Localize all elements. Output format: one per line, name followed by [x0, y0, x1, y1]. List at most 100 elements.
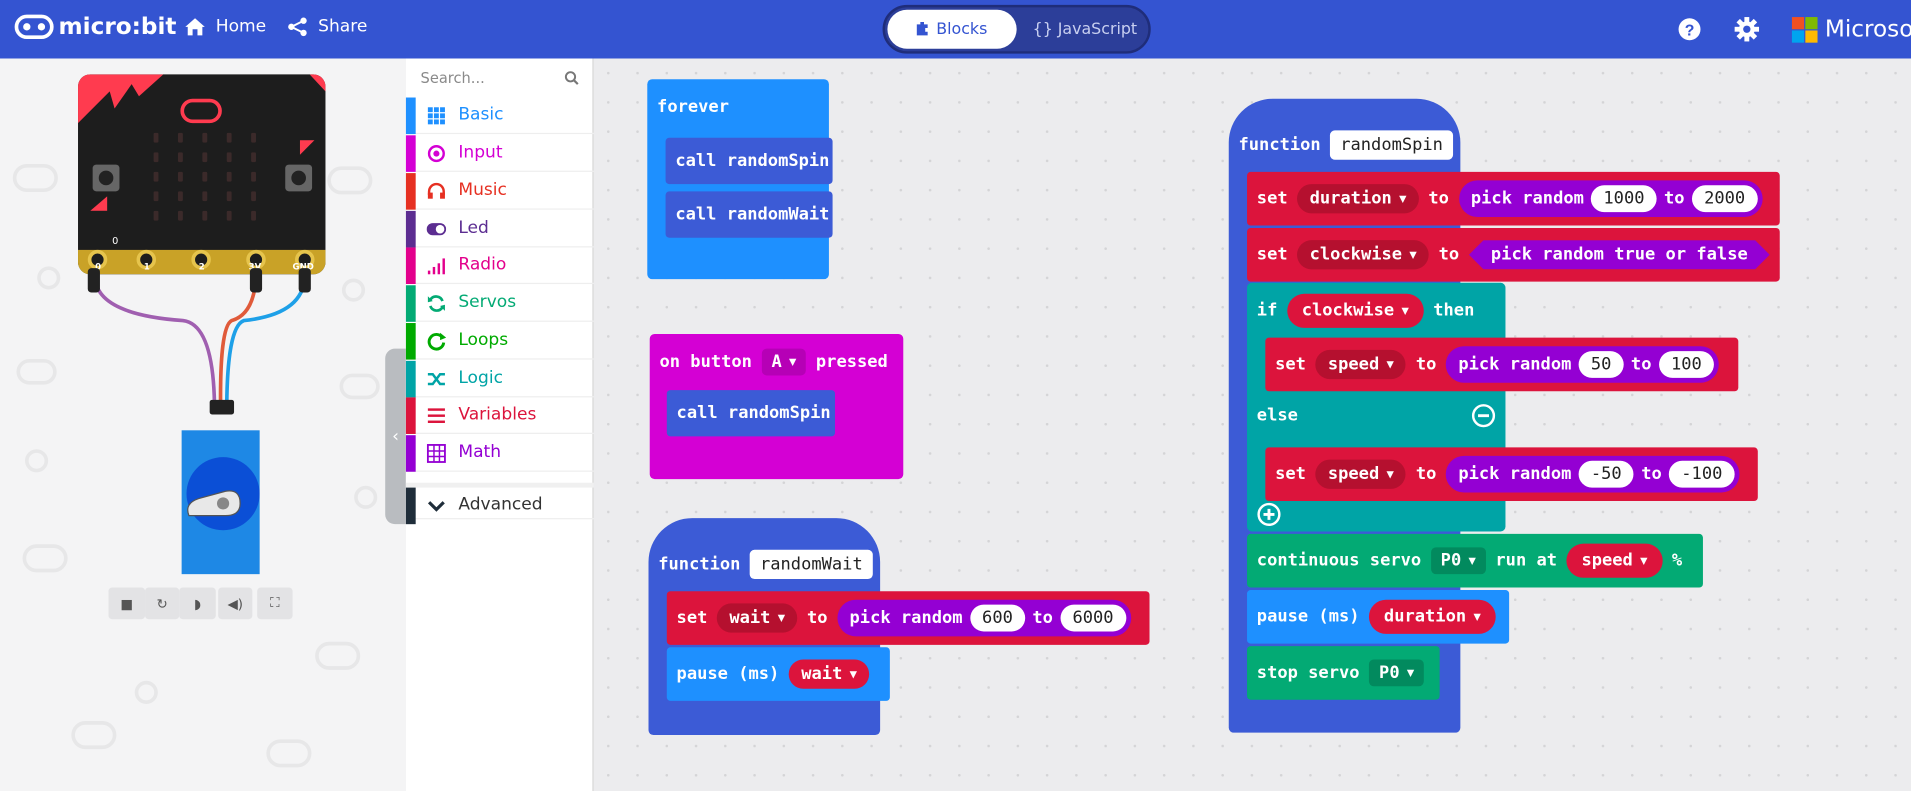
- toolbox-category-logic[interactable]: Logic: [405, 360, 594, 398]
- set-speed-block-1[interactable]: set speed▼ to pick random 50 to 100: [1265, 337, 1739, 392]
- call-randomwait-text: call randomWait: [675, 204, 830, 225]
- speed-value-dropdown[interactable]: speed▼: [1566, 543, 1663, 578]
- led: [153, 132, 159, 143]
- call-randomspin-block-2[interactable]: call randomSpin: [666, 390, 836, 437]
- microbit-logo[interactable]: micro:bit: [14, 13, 177, 40]
- toolbox-category-variables[interactable]: Variables: [405, 397, 594, 434]
- button-a[interactable]: [92, 164, 120, 192]
- chevron-down-icon: ▼: [777, 611, 786, 625]
- led: [251, 171, 256, 182]
- toolbox-category-music[interactable]: Music: [405, 173, 594, 210]
- button-dropdown[interactable]: A▼: [761, 348, 807, 376]
- set-duration-block[interactable]: set duration▼ to pick random 1000 to 200…: [1247, 171, 1780, 226]
- mute-button[interactable]: ◀): [218, 587, 253, 620]
- help-icon[interactable]: ?: [1676, 16, 1703, 43]
- servo-motor[interactable]: [181, 430, 260, 575]
- tab-blocks[interactable]: Blocks: [887, 9, 1017, 49]
- speed-variable-dropdown[interactable]: speed▼: [1315, 349, 1407, 380]
- toolbox-category-led[interactable]: Led: [405, 210, 594, 248]
- pick-random-block[interactable]: pick random 50 to 100: [1446, 346, 1719, 383]
- pin-3v[interactable]: [246, 249, 266, 270]
- microsoft-logo[interactable]: Microsoft: [1791, 16, 1911, 43]
- pin-0[interactable]: [87, 249, 108, 270]
- blocks-workspace[interactable]: forever call randomSpin call randomWait …: [593, 58, 1911, 791]
- set-clockwise-block[interactable]: set clockwise▼ to pick random true or fa…: [1247, 227, 1780, 282]
- pick-random-block[interactable]: pick random 600 to 6000: [837, 599, 1131, 637]
- set-text: set: [1256, 245, 1288, 265]
- button-b[interactable]: [285, 164, 313, 192]
- call-randomspin-block[interactable]: call randomSpin: [665, 137, 833, 185]
- toolbox-category-loops[interactable]: Loops: [405, 323, 594, 360]
- tab-javascript[interactable]: {} JavaScript: [1022, 10, 1149, 49]
- toolbox-category-basic[interactable]: Basic: [405, 97, 594, 135]
- pause-variable-dropdown[interactable]: wait▼: [789, 659, 870, 689]
- microbit-board[interactable]: 0 1 2 3V GND 0: [78, 74, 326, 275]
- toolbox-category-servos[interactable]: Servos: [405, 285, 594, 322]
- category-color-bar: [405, 487, 416, 525]
- pin-gnd[interactable]: [294, 249, 315, 270]
- function-name-field[interactable]: randomSpin: [1330, 130, 1453, 160]
- collapse-simulator-button[interactable]: ‹: [385, 348, 406, 525]
- toolbox-category-math[interactable]: Math: [405, 435, 594, 472]
- category-color-bar: [405, 247, 416, 285]
- grid-icon: [427, 107, 445, 125]
- search-input[interactable]: Search...: [406, 59, 594, 98]
- pause-variable-dropdown[interactable]: duration▼: [1369, 599, 1496, 634]
- random-max-field[interactable]: 2000: [1691, 185, 1758, 213]
- pick-random-block[interactable]: pick random 1000 to 2000: [1458, 180, 1763, 217]
- fullscreen-button[interactable]: ⛶: [257, 587, 293, 620]
- duration-variable-dropdown[interactable]: duration▼: [1297, 184, 1419, 214]
- remove-else-icon[interactable]: [1471, 403, 1496, 428]
- category-label: Logic: [458, 368, 503, 388]
- microbit-logo-icon: [14, 14, 54, 40]
- clockwise-variable-dropdown[interactable]: clockwise▼: [1297, 240, 1429, 270]
- stop-servo-pin-dropdown[interactable]: P0▼: [1369, 659, 1425, 687]
- led: [177, 152, 183, 163]
- random-max-field[interactable]: -100: [1669, 460, 1735, 488]
- home-button[interactable]: Home: [184, 17, 266, 37]
- continuous-servo-block[interactable]: continuous servo P0▼ run at speed▼ %: [1247, 533, 1703, 588]
- call-randomwait-block[interactable]: call randomWait: [665, 191, 833, 238]
- add-else-if-icon[interactable]: [1257, 502, 1281, 526]
- random-min-field[interactable]: 50: [1578, 351, 1624, 378]
- random-max-field[interactable]: 6000: [1060, 604, 1126, 632]
- condition-variable-dropdown[interactable]: clockwise▼: [1287, 293, 1424, 328]
- search-icon[interactable]: [564, 71, 579, 86]
- pin-2[interactable]: [191, 249, 211, 270]
- speed-variable-dropdown[interactable]: speed▼: [1315, 459, 1407, 489]
- forever-text: forever: [657, 97, 729, 118]
- pause-wait-block[interactable]: pause (ms) wait▼: [666, 647, 890, 701]
- toolbox-category-input[interactable]: Input: [405, 135, 594, 172]
- headphones-icon: [427, 182, 445, 199]
- gear-icon[interactable]: [1733, 16, 1760, 43]
- wait-variable-dropdown[interactable]: wait▼: [717, 603, 798, 633]
- function-name-field[interactable]: randomWait: [750, 549, 873, 580]
- set-wait-block[interactable]: set wait▼ to pick random 600 to 6000: [666, 591, 1150, 645]
- random-min-field[interactable]: -50: [1578, 460, 1634, 488]
- stop-button[interactable]: ■: [108, 587, 146, 620]
- pick-random-bool-block[interactable]: pick random true or false: [1469, 240, 1770, 269]
- pause-variable: wait: [801, 664, 843, 684]
- toolbox-category-radio[interactable]: Radio: [405, 247, 594, 285]
- pin-label-1: 1: [143, 262, 150, 272]
- pick-random-block[interactable]: pick random -50 to -100: [1446, 455, 1740, 493]
- random-min-field[interactable]: 1000: [1591, 185, 1657, 213]
- restart-button[interactable]: ↻: [145, 587, 180, 620]
- category-label: Music: [458, 180, 507, 200]
- set-speed-block-2[interactable]: set speed▼ to pick random -50 to -100: [1265, 447, 1758, 502]
- simulator-panel: 0 1 2 3V GND 0 ■ ↻ ◗: [0, 58, 406, 791]
- servo-pin-value: P0: [1440, 550, 1462, 571]
- random-min-field[interactable]: 600: [969, 604, 1026, 632]
- to-text: to: [1664, 188, 1685, 209]
- call-randomspin-text: call randomSpin: [675, 151, 830, 171]
- slowmo-button[interactable]: ◗: [179, 587, 216, 620]
- share-button[interactable]: Share: [286, 17, 367, 37]
- led: [226, 132, 232, 143]
- led: [153, 171, 159, 182]
- toolbox-category-advanced[interactable]: Advanced: [405, 482, 594, 525]
- stop-servo-block[interactable]: stop servo P0▼: [1247, 646, 1440, 700]
- random-max-field[interactable]: 100: [1658, 351, 1715, 378]
- pin-1[interactable]: [136, 249, 157, 270]
- pause-duration-block[interactable]: pause (ms) duration▼: [1247, 589, 1510, 644]
- servo-pin-dropdown[interactable]: P0▼: [1430, 547, 1486, 575]
